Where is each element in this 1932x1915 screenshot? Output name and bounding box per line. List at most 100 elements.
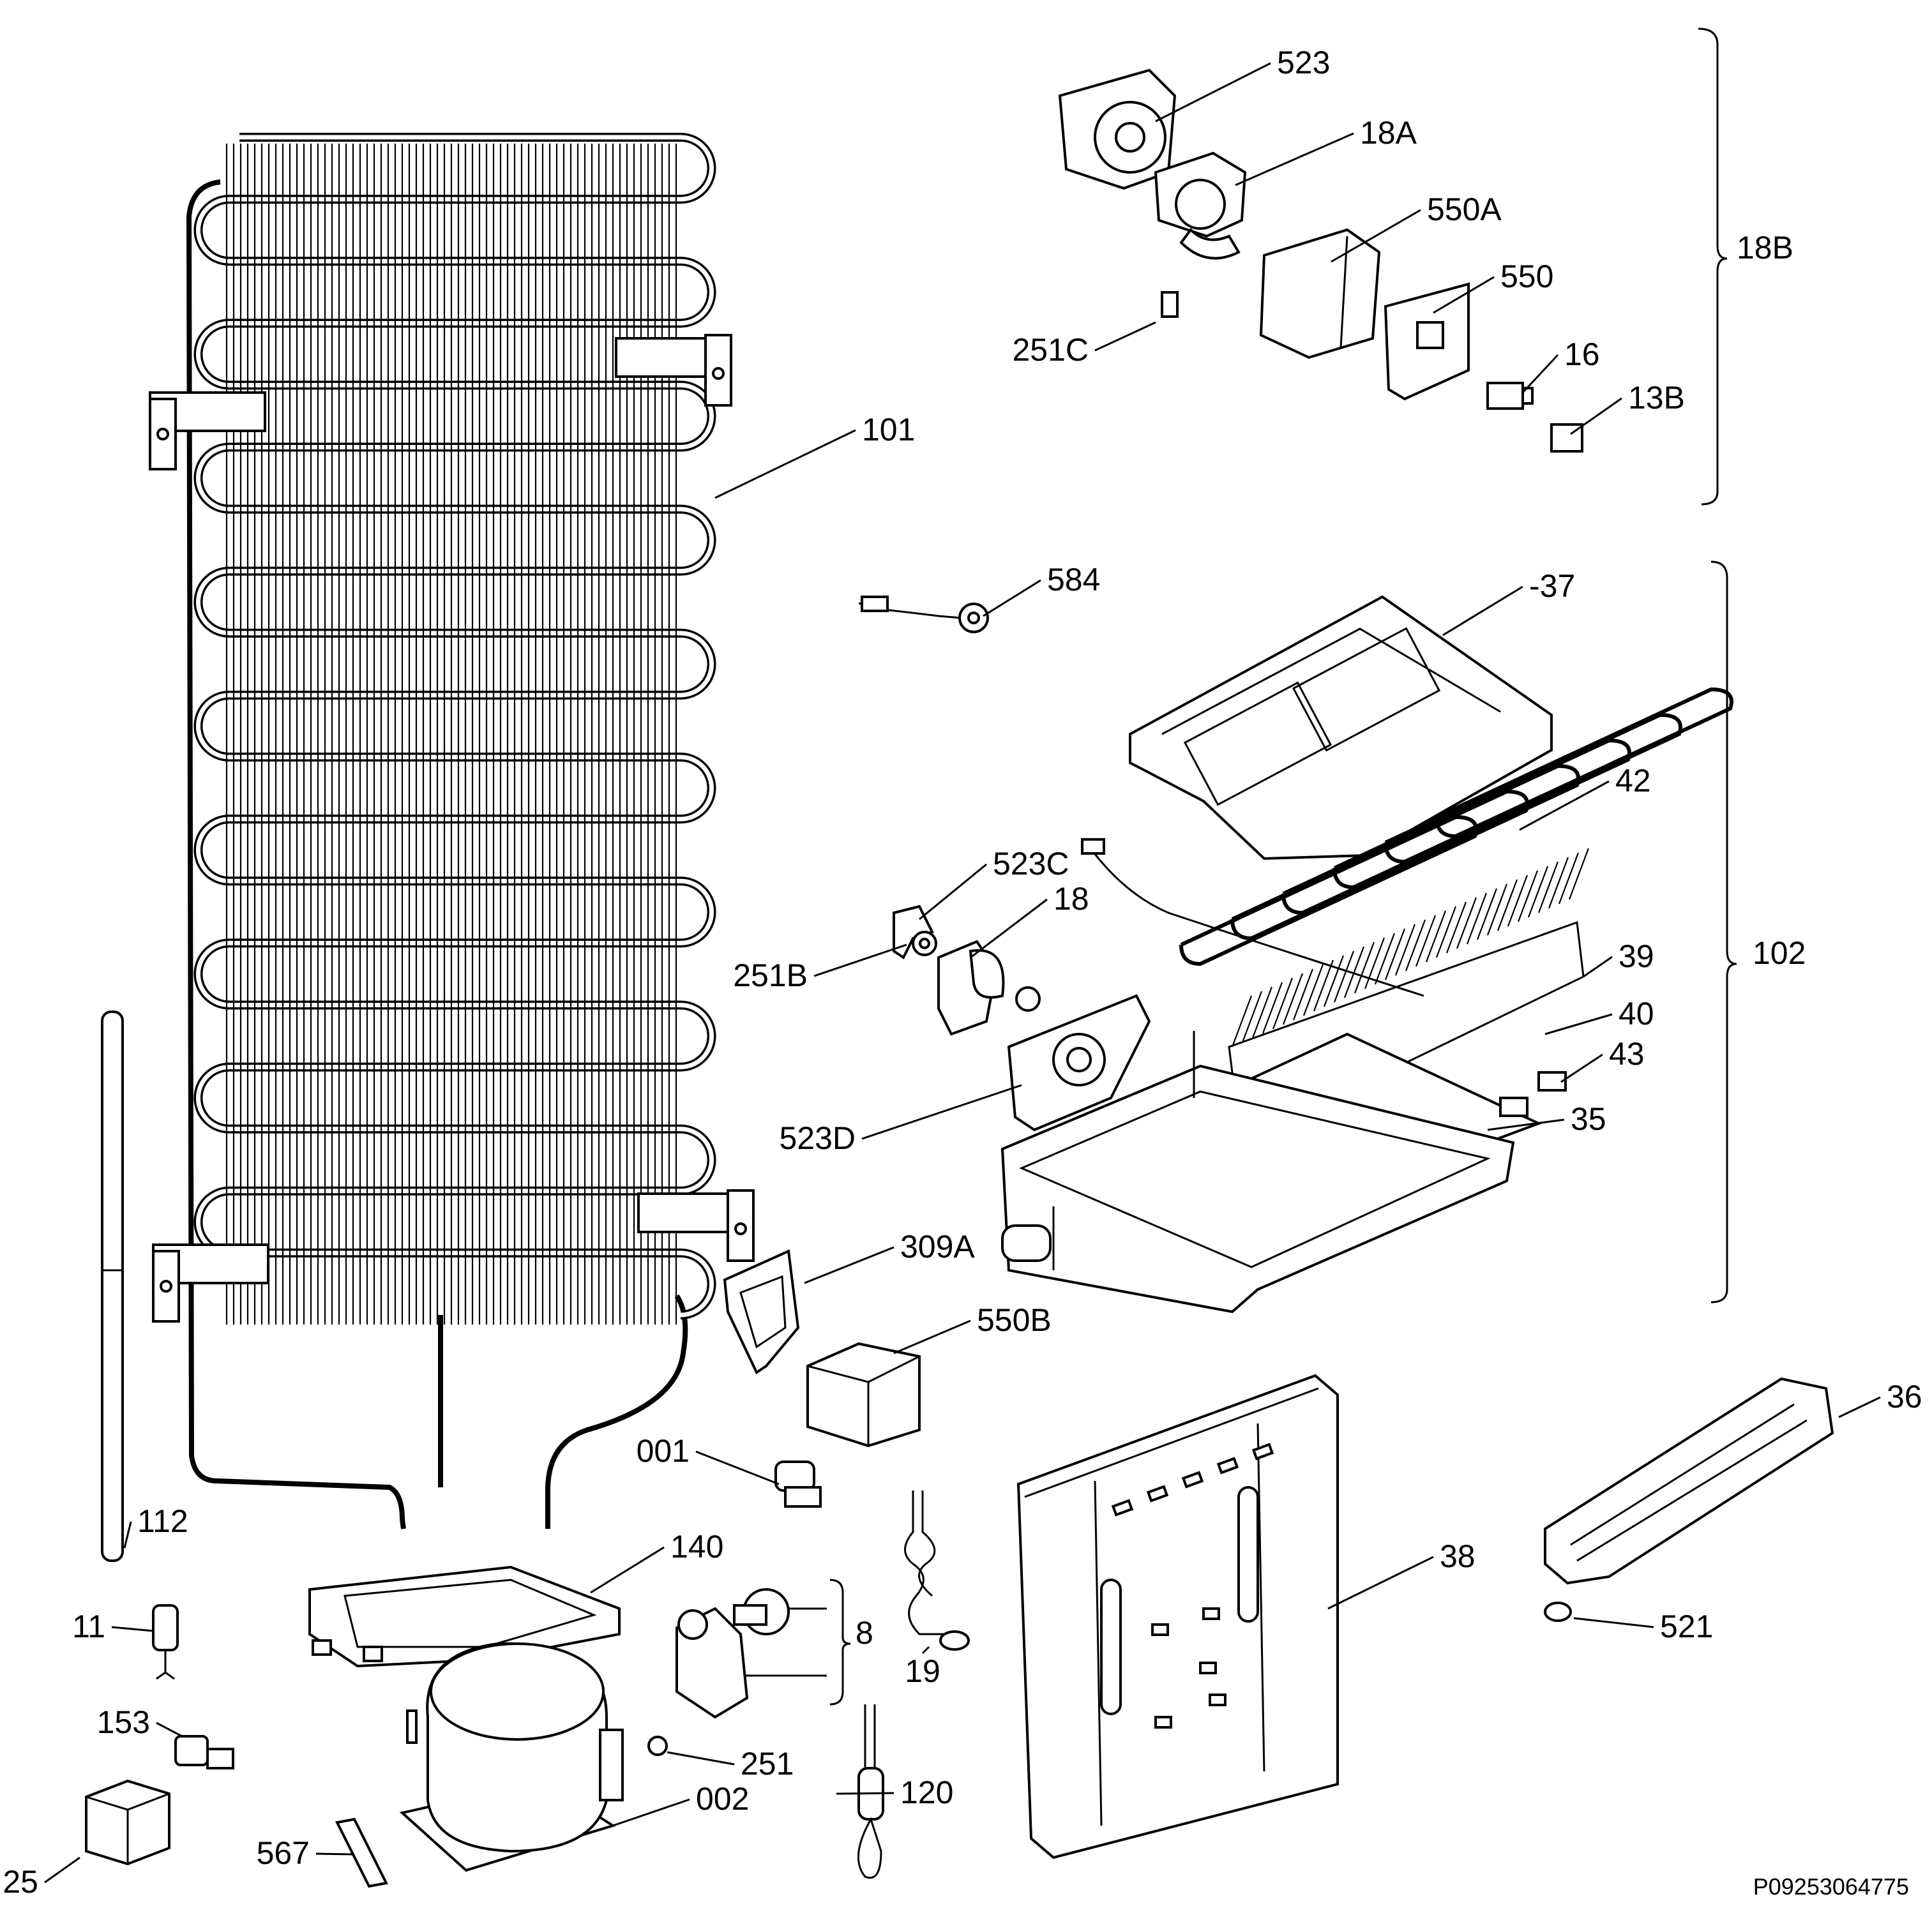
fan-cover-plate bbox=[1007, 994, 1151, 1132]
leader-523 bbox=[1155, 62, 1271, 123]
callout-101: 101 bbox=[862, 412, 915, 447]
leader-550 bbox=[1433, 276, 1495, 314]
group-bracket-18b bbox=[1698, 27, 1728, 506]
leader-16 bbox=[1521, 354, 1559, 394]
callout-18: 18 bbox=[1053, 881, 1089, 917]
callout-550a: 550A bbox=[1427, 192, 1502, 227]
callout-550b: 550B bbox=[977, 1302, 1052, 1338]
fan-motor bbox=[1154, 151, 1247, 260]
drain-tray bbox=[1000, 1031, 1515, 1314]
condenser-bracket-upper-left bbox=[149, 391, 266, 470]
evaporator-fan bbox=[937, 940, 1041, 1036]
callout-140: 140 bbox=[670, 1529, 723, 1565]
callout-leaders bbox=[44, 62, 1881, 1884]
callout-36: 36 bbox=[1887, 1379, 1922, 1415]
control-module bbox=[1259, 228, 1381, 359]
callout-37: -37 bbox=[1529, 568, 1575, 604]
leader-251 bbox=[667, 1751, 735, 1766]
leader-101 bbox=[714, 429, 856, 499]
leader-36 bbox=[1838, 1396, 1881, 1418]
callout-550: 550 bbox=[1500, 259, 1553, 294]
callout-521: 521 bbox=[1660, 1609, 1713, 1644]
document-code: P09253064775 bbox=[1753, 1874, 1909, 1900]
clip-plate bbox=[335, 1817, 388, 1888]
callout-102: 102 bbox=[1753, 935, 1806, 971]
callout-002: 002 bbox=[696, 1781, 749, 1817]
start-relay-box bbox=[85, 1779, 170, 1866]
callout-19: 19 bbox=[905, 1653, 940, 1689]
callout-25: 25 bbox=[3, 1864, 38, 1900]
relay-box bbox=[806, 1342, 921, 1448]
condenser-bracket-upper-right bbox=[615, 334, 732, 407]
drain-heater bbox=[904, 1491, 970, 1651]
control-cover bbox=[1384, 282, 1470, 401]
leader-38 bbox=[1327, 1556, 1434, 1610]
callout-112: 112 bbox=[137, 1503, 188, 1539]
leader-37 bbox=[1442, 585, 1523, 636]
ring-seal bbox=[1544, 1602, 1572, 1622]
callout-251: 251 bbox=[741, 1746, 794, 1782]
leader-43 bbox=[1560, 1053, 1603, 1083]
group-bracket-8 bbox=[744, 1579, 851, 1706]
condenser-bracket-lower-right bbox=[637, 1189, 755, 1262]
thermostat-housing bbox=[675, 1607, 749, 1719]
thermostat-knob bbox=[733, 1588, 790, 1635]
grommet bbox=[912, 931, 937, 956]
temperature-sensor bbox=[858, 596, 989, 633]
leader-25 bbox=[44, 1856, 80, 1884]
leader-153 bbox=[156, 1722, 183, 1738]
valve bbox=[174, 1735, 234, 1769]
callout-40: 40 bbox=[1619, 996, 1654, 1032]
callout-39: 39 bbox=[1619, 938, 1654, 974]
callout-11: 11 bbox=[72, 1609, 105, 1644]
leader-18 bbox=[970, 898, 1048, 959]
connector-block bbox=[1550, 423, 1583, 453]
drain-tube bbox=[101, 1010, 124, 1562]
leader-40 bbox=[1544, 1013, 1613, 1035]
leader-19 bbox=[921, 1646, 930, 1655]
shelf-rail bbox=[1544, 1377, 1834, 1585]
group-bracket-102 bbox=[1710, 560, 1737, 1303]
callout-42: 42 bbox=[1615, 763, 1651, 799]
callout-16: 16 bbox=[1564, 336, 1600, 372]
callout-584: 584 bbox=[1047, 562, 1100, 597]
fan-housing bbox=[1058, 68, 1177, 190]
leader-550a bbox=[1331, 209, 1421, 263]
leader-251c bbox=[1094, 321, 1156, 352]
leader-002 bbox=[612, 1798, 690, 1827]
callout-523c: 523C bbox=[993, 846, 1069, 882]
compressor-grommet bbox=[647, 1736, 668, 1756]
callout-251b: 251B bbox=[733, 958, 808, 993]
leader-13b bbox=[1570, 397, 1622, 435]
callout-35: 35 bbox=[1571, 1101, 1606, 1137]
leader-001 bbox=[695, 1450, 780, 1485]
callout-18b: 18B bbox=[1737, 230, 1793, 266]
callout-120: 120 bbox=[900, 1775, 953, 1810]
leader-35 bbox=[1487, 1118, 1565, 1131]
lamp-cable bbox=[857, 1704, 884, 1879]
back-panel bbox=[1016, 1374, 1339, 1859]
leader-112 bbox=[123, 1521, 132, 1549]
leader-521 bbox=[1573, 1617, 1654, 1628]
capillary-filter bbox=[152, 1604, 179, 1680]
leader-18a bbox=[1235, 132, 1354, 186]
leader-140 bbox=[590, 1546, 665, 1594]
callout-13b: 13B bbox=[1628, 380, 1685, 416]
callout-309a: 309A bbox=[900, 1229, 975, 1265]
leader-309a bbox=[804, 1246, 894, 1284]
leader-120 bbox=[836, 1792, 894, 1795]
callout-001: 001 bbox=[637, 1433, 690, 1469]
thermal-fuse bbox=[1499, 1071, 1567, 1117]
callout-38: 38 bbox=[1440, 1538, 1475, 1574]
leader-11 bbox=[111, 1626, 154, 1632]
compressor bbox=[399, 1642, 624, 1872]
callout-153: 153 bbox=[97, 1704, 150, 1740]
callout-43: 43 bbox=[1609, 1036, 1645, 1072]
leader-251b bbox=[813, 943, 907, 977]
switch bbox=[1486, 382, 1534, 410]
callout-251c: 251C bbox=[1012, 332, 1089, 368]
small-clip bbox=[1161, 291, 1179, 318]
